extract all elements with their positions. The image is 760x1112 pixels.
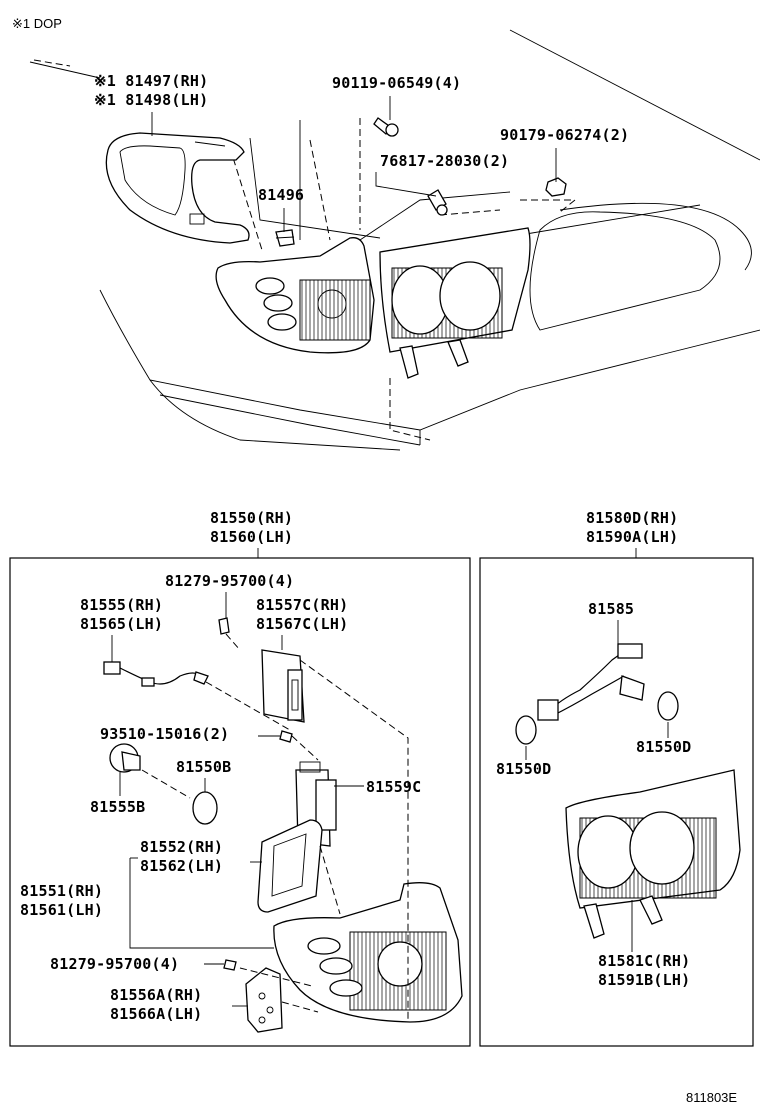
screw-93510[interactable] (279, 730, 293, 743)
label-81580d-rh: 81580D(RH) (586, 509, 678, 527)
bulb-socket-81556a[interactable] (245, 967, 283, 1033)
lens-81550b[interactable] (192, 791, 218, 825)
label-81581c-rh: 81581C(RH) (598, 952, 690, 970)
label-81279-top: 81279-95700(4) (165, 572, 294, 590)
bulb-81555b[interactable] (109, 743, 141, 773)
label-81550b: 81550B (176, 758, 231, 776)
label-81279-bottom: 81279-95700(4) (50, 955, 179, 973)
label-81565-lh: 81565(LH) (80, 615, 163, 633)
screw-81279-top[interactable] (218, 617, 230, 635)
svg-text:※1 81497(RH): ※1 81497(RH) (94, 72, 208, 90)
label-81557c-rh: 81557C(RH) (256, 596, 348, 614)
gasket-81552[interactable] (257, 819, 323, 913)
label-81561-lh: 81561(LH) (20, 901, 103, 919)
label-81556a-rh: 81556A(RH) (110, 986, 202, 1004)
label-81585: 81585 (588, 600, 634, 618)
label-81566a-lh: 81566A(LH) (110, 1005, 202, 1023)
label-81550-rh: 81550(RH) (210, 509, 293, 527)
nut-90179[interactable] (545, 177, 567, 197)
svg-text:※1 81498(LH): ※1 81498(LH) (94, 91, 208, 109)
label-81551-rh: 81551(RH) (20, 882, 103, 900)
label-81591b-lh: 81591B(LH) (598, 971, 690, 989)
leader-dashes-left (141, 633, 409, 1020)
dop-note: ※1 DOP (12, 16, 62, 31)
back-lamp-assembly-box (479, 557, 754, 1047)
lens-81550d-no2[interactable] (657, 691, 679, 721)
lamp-body-81551[interactable] (273, 882, 463, 1023)
label-81555-rh: 81555(RH) (80, 596, 163, 614)
figure-id: 811803E (686, 1090, 737, 1105)
label-81550d-no2: 81550D (636, 738, 691, 756)
lens-81550d-no1[interactable] (515, 715, 537, 745)
label-76817: 76817-28030(2) (380, 152, 509, 170)
label-90119: 90119-06549(4) (332, 74, 461, 92)
label-81567c-lh: 81567C(LH) (256, 615, 348, 633)
lamp-assembly-box (9, 557, 471, 1047)
label-81559c: 81559C (366, 778, 421, 796)
garnish-81497[interactable] (105, 132, 250, 244)
rear-combination-lamp-body[interactable] (215, 237, 375, 354)
label-81496: 81496 (258, 186, 304, 204)
clip-81496[interactable] (275, 229, 295, 247)
bulb-socket-81557c[interactable] (261, 649, 305, 723)
label-81497: ※1 81497(RH) (94, 72, 208, 90)
screw-90119[interactable] (373, 117, 399, 137)
wire-harness-81555[interactable] (103, 661, 209, 687)
back-lamp-body[interactable] (379, 227, 531, 379)
label-81498: ※1 81498(LH) (94, 91, 208, 109)
leader-lines-top (151, 96, 557, 232)
label-81555b: 81555B (90, 798, 145, 816)
vehicle-body-outline (29, 29, 760, 451)
label-93510: 93510-15016(2) (100, 725, 229, 743)
screw-81279-bottom[interactable] (223, 959, 237, 971)
label-81552-rh: 81552(RH) (140, 838, 223, 856)
label-81560-lh: 81560(LH) (210, 528, 293, 546)
label-81562-lh: 81562(LH) (140, 857, 223, 875)
label-81590a-lh: 81590A(LH) (586, 528, 678, 546)
label-81550d-no1: 81550D (496, 760, 551, 778)
bolt-76817[interactable] (427, 189, 448, 216)
back-lamp-81581c[interactable] (565, 769, 741, 939)
label-90179: 90179-06274(2) (500, 126, 629, 144)
wire-harness-81585[interactable] (537, 643, 645, 721)
